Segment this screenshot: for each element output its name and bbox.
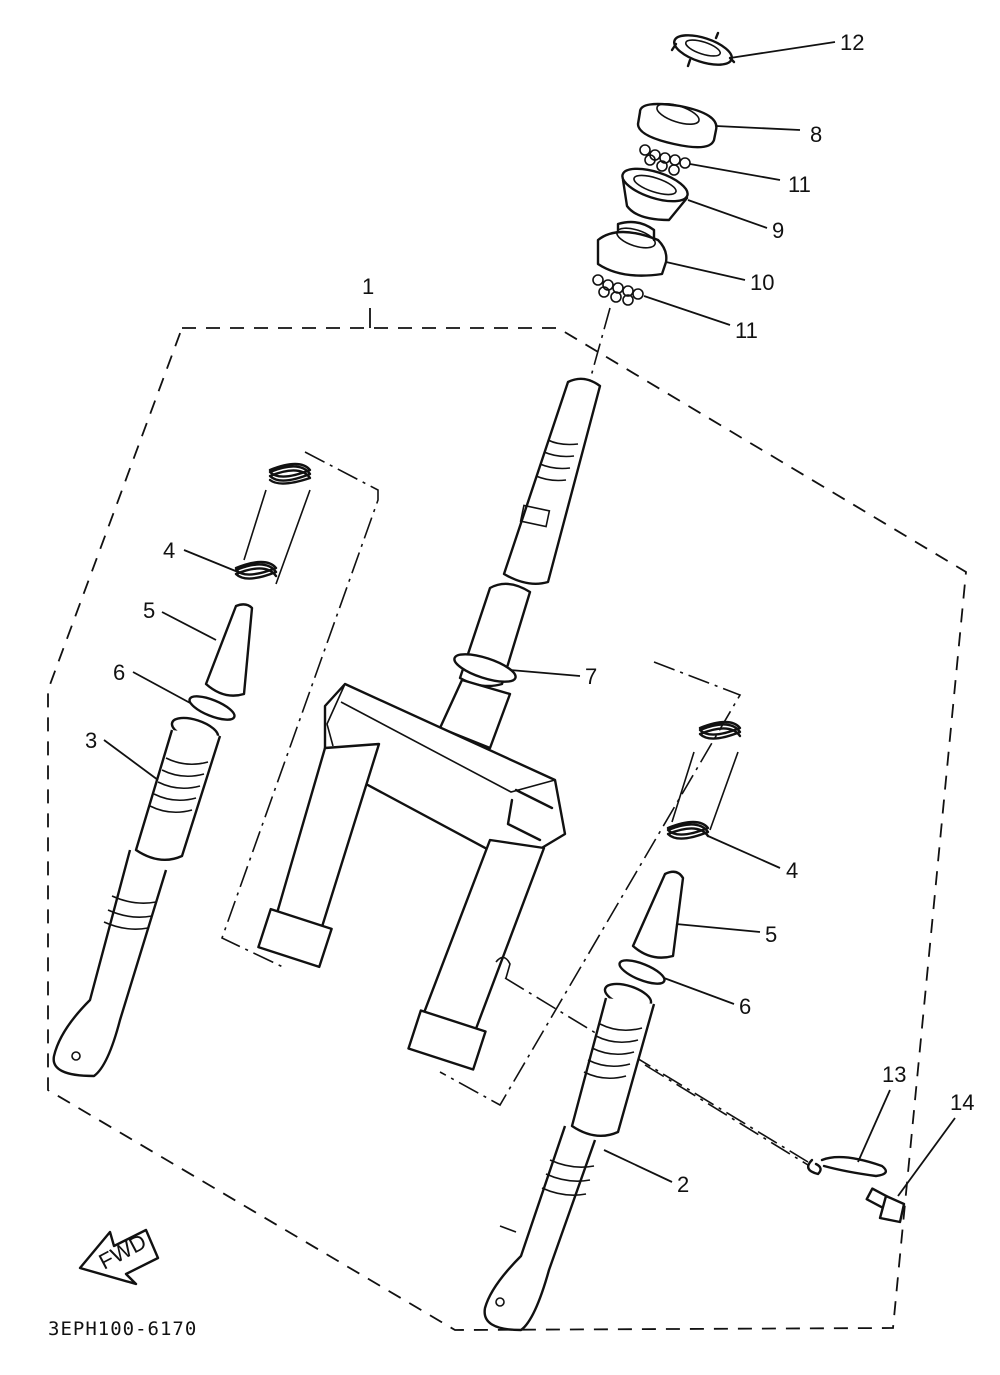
callout-4-right: 4 [786, 858, 798, 883]
right-spring-4 [666, 720, 742, 840]
bearing-cover-8 [636, 102, 718, 149]
under-bracket-7 [257, 377, 602, 1071]
bearing-race-10 [596, 220, 668, 277]
callout-10: 10 [750, 270, 774, 295]
callout-13: 13 [882, 1062, 906, 1087]
callout-9: 9 [772, 218, 784, 243]
leader-lines [103, 41, 956, 1197]
left-fork-group-outline [221, 451, 379, 969]
bolt-axis-line-2 [644, 1064, 809, 1166]
assembly-1-boundary [47, 327, 967, 1331]
callout-1: 1 [362, 274, 374, 299]
left-outer-tube-3 [52, 716, 222, 1078]
left-washer-6 [188, 695, 236, 721]
right-fork-group-outline [439, 661, 742, 1107]
callout-4-left: 4 [163, 538, 175, 563]
callout-6-right: 6 [739, 994, 751, 1019]
ball-race-11-lower [592, 274, 644, 306]
callout-11-lower: 11 [735, 318, 758, 343]
callout-12: 12 [840, 30, 864, 55]
clip-13 [806, 1155, 888, 1178]
callout-6-left: 6 [113, 660, 125, 685]
left-spring-4 [234, 462, 312, 585]
callout-11-upper: 11 [788, 172, 811, 197]
callout-8: 8 [810, 122, 822, 147]
right-outer-tube-2 [483, 982, 656, 1332]
callout-3: 3 [85, 728, 97, 753]
stem-axis-line [589, 307, 611, 381]
right-washer-6 [618, 959, 666, 985]
callout-2: 2 [677, 1172, 689, 1197]
diagram-code: 3EPH100-6170 [48, 1318, 197, 1340]
callout-5-right: 5 [765, 922, 777, 947]
ball-race-11-upper [639, 144, 691, 176]
bearing-cup-9 [621, 167, 689, 222]
bolt-14 [865, 1187, 906, 1224]
fwd-arrow: FWD [78, 1228, 160, 1286]
callout-14: 14 [950, 1090, 974, 1115]
callout-5-left: 5 [143, 598, 155, 623]
left-piston-5 [204, 603, 254, 697]
callout-7: 7 [585, 664, 597, 689]
bolt-axis-line-1 [504, 977, 809, 1163]
right-piston-5 [631, 870, 685, 959]
ring-nut-12 [670, 31, 736, 68]
